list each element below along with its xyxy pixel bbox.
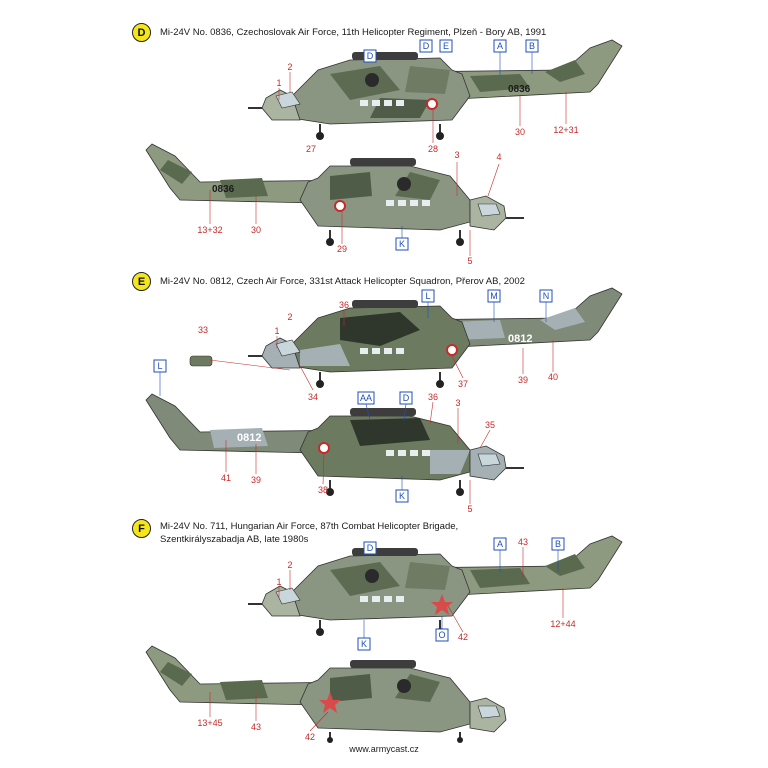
section-title-d: Mi-24V No. 0836, Czechoslovak Air Force,… (160, 27, 547, 38)
callout-d-30b: 30 (251, 225, 261, 235)
callout-d-30a: 30 (515, 127, 525, 137)
callout-d-27: 27 (306, 144, 316, 154)
callout-e-L2: L (157, 361, 162, 371)
callout-e-35: 35 (485, 420, 495, 430)
callout-f-42b: 42 (305, 732, 315, 742)
callout-e-2: 2 (287, 312, 292, 322)
footer-url: www.armycast.cz (349, 744, 419, 754)
callout-e-D: D (403, 393, 410, 403)
callout-e-40: 40 (548, 372, 558, 382)
callout-d-E: E (443, 41, 449, 51)
callout-d-4: 4 (496, 152, 501, 162)
section-title-e: Mi-24V No. 0812, Czech Air Force, 331st … (160, 276, 525, 287)
callout-d-D1: D (367, 51, 374, 61)
serial-label-d-right: 0836 (212, 184, 235, 195)
callout-d-5: 5 (467, 256, 472, 266)
callout-e-N: N (543, 291, 550, 301)
callout-e-1: 1 (274, 326, 279, 336)
section-title-f-line2: Szentkirályszabadja AB, late 1980s (160, 534, 309, 545)
serial-label-d-left: 0836 (508, 84, 531, 95)
callout-d-3: 3 (454, 150, 459, 160)
section-badge-f: F (132, 519, 151, 538)
profile-d-right: 0836 (145, 143, 524, 246)
callout-d-12-31: 12+31 (553, 125, 578, 135)
section-title-f-line1: Mi-24V No. 711, Hungarian Air Force, 87t… (160, 521, 459, 532)
callout-f-2: 2 (287, 560, 292, 570)
callout-f-O: O (438, 630, 445, 640)
callout-e-K: K (399, 491, 405, 501)
callout-e-34: 34 (308, 392, 318, 402)
callout-e-36a: 36 (339, 300, 349, 310)
serial-label-e-right: 0812 (237, 432, 261, 444)
callout-d-29: 29 (337, 244, 347, 254)
profile-f-right (145, 645, 507, 743)
callout-f-D: D (367, 543, 374, 553)
callout-d-2: 2 (287, 62, 292, 72)
callout-f-13-45: 13+45 (197, 718, 222, 728)
callout-f-K: K (361, 639, 367, 649)
profile-e-left: 0812 (189, 287, 623, 388)
callout-f-43b: 43 (251, 722, 261, 732)
profile-e-right: 0812 (145, 393, 524, 496)
callout-e-41: 41 (221, 473, 231, 483)
callout-e-39a: 39 (518, 375, 528, 385)
callout-f-A: A (497, 539, 503, 549)
serial-label-e-left: 0812 (508, 333, 532, 345)
callouts-f: D A B K O 1 2 43 42 12+44 13+45 43 (197, 537, 575, 742)
callout-f-12-44: 12+44 (550, 619, 575, 629)
callouts-e: L M N 33 1 2 36 34 37 39 40 L (153, 289, 558, 514)
callout-d-13-32: 13+32 (197, 225, 222, 235)
callouts-d: D D E A B 1 2 27 28 30 12+31 3 4 13+ (197, 39, 579, 266)
callout-e-38: 38 (318, 485, 328, 495)
callout-d-28: 28 (428, 144, 438, 154)
section-badge-d: D (132, 23, 151, 42)
callout-f-B: B (555, 539, 561, 549)
profile-d-left: 0836 (248, 39, 623, 140)
callout-e-36b: 36 (428, 392, 438, 402)
section-badge-e: E (132, 272, 151, 291)
callout-e-AA: AA (360, 393, 372, 403)
callout-f-1: 1 (276, 577, 281, 587)
callout-f-43a: 43 (518, 537, 528, 547)
callout-e-39b: 39 (251, 475, 261, 485)
callout-d-K: K (399, 239, 405, 249)
callout-e-M: M (490, 291, 498, 301)
profile-f-left (248, 535, 623, 636)
callout-d-B: B (529, 41, 535, 51)
callout-e-5: 5 (467, 504, 472, 514)
callout-d-A: A (497, 41, 503, 51)
callout-f-42a: 42 (458, 632, 468, 642)
callout-e-3: 3 (455, 398, 460, 408)
callout-d-1: 1 (276, 78, 281, 88)
callout-d-D2: D (423, 41, 430, 51)
callout-e-L1: L (425, 291, 430, 301)
callout-e-37: 37 (458, 379, 468, 389)
callout-e-33: 33 (198, 325, 208, 335)
